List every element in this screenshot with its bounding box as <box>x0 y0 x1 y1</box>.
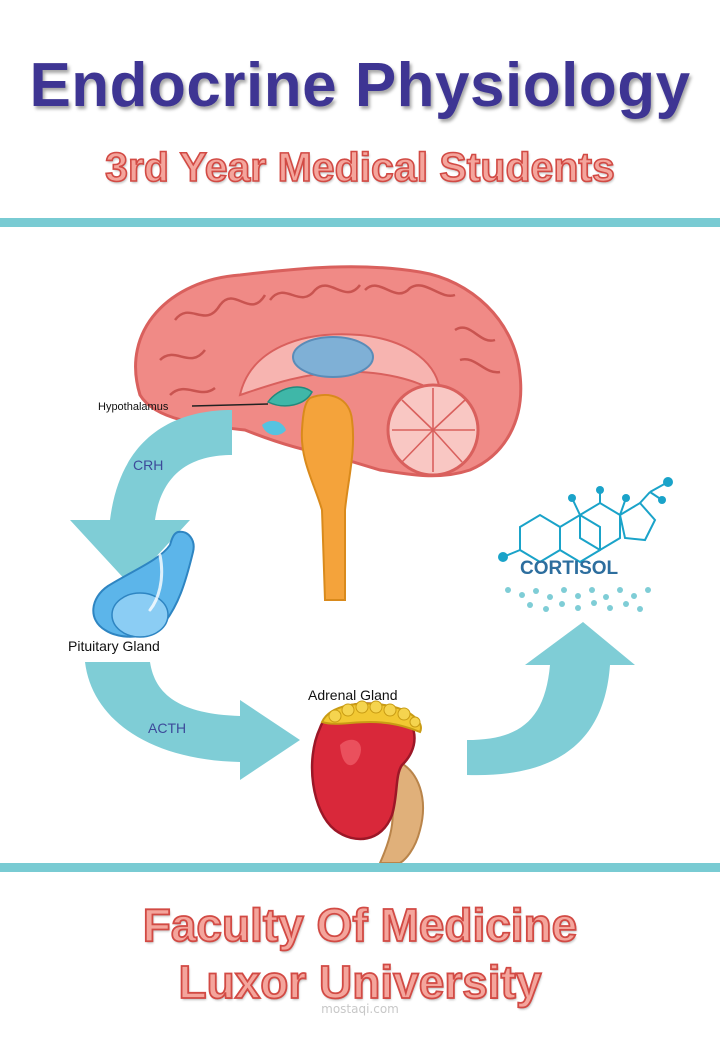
brainstem <box>300 394 355 601</box>
acth-label: ACTH <box>148 720 186 736</box>
pituitary-gland-illustration: Pituitary Gland <box>68 530 195 654</box>
cerebellum <box>386 383 480 477</box>
bottom-divider <box>0 863 720 872</box>
hypothalamus-region <box>266 386 313 407</box>
watermark: mostaqi.com <box>321 1002 399 1016</box>
top-divider <box>0 218 720 227</box>
hpa-axis-diagram: Hypothalamus CRH Pituitary Gland ACTH Ad… <box>68 265 673 863</box>
cortisol-particles <box>505 587 651 612</box>
adrenal-gland-illustration: Adrenal Gland <box>308 687 424 863</box>
faculty-name: Faculty Of Medicine <box>142 898 578 952</box>
molecule-atoms <box>498 477 673 562</box>
cortisol-arrow <box>467 622 635 776</box>
acth-arrow: ACTH <box>85 662 300 780</box>
page-subtitle: 3rd Year Medical Students <box>104 143 615 191</box>
crh-arrow: CRH <box>70 410 232 585</box>
crh-label: CRH <box>133 457 163 473</box>
university-name: Luxor University <box>178 955 543 1009</box>
page-title: Endocrine Physiology <box>29 51 691 120</box>
adrenal-label: Adrenal Gland <box>308 687 398 703</box>
cortisol-label: CORTISOL <box>520 558 619 579</box>
cortisol-molecule <box>502 481 669 564</box>
hypothalamus-label: Hypothalamus <box>98 401 169 413</box>
pituitary-label: Pituitary Gland <box>68 638 160 654</box>
